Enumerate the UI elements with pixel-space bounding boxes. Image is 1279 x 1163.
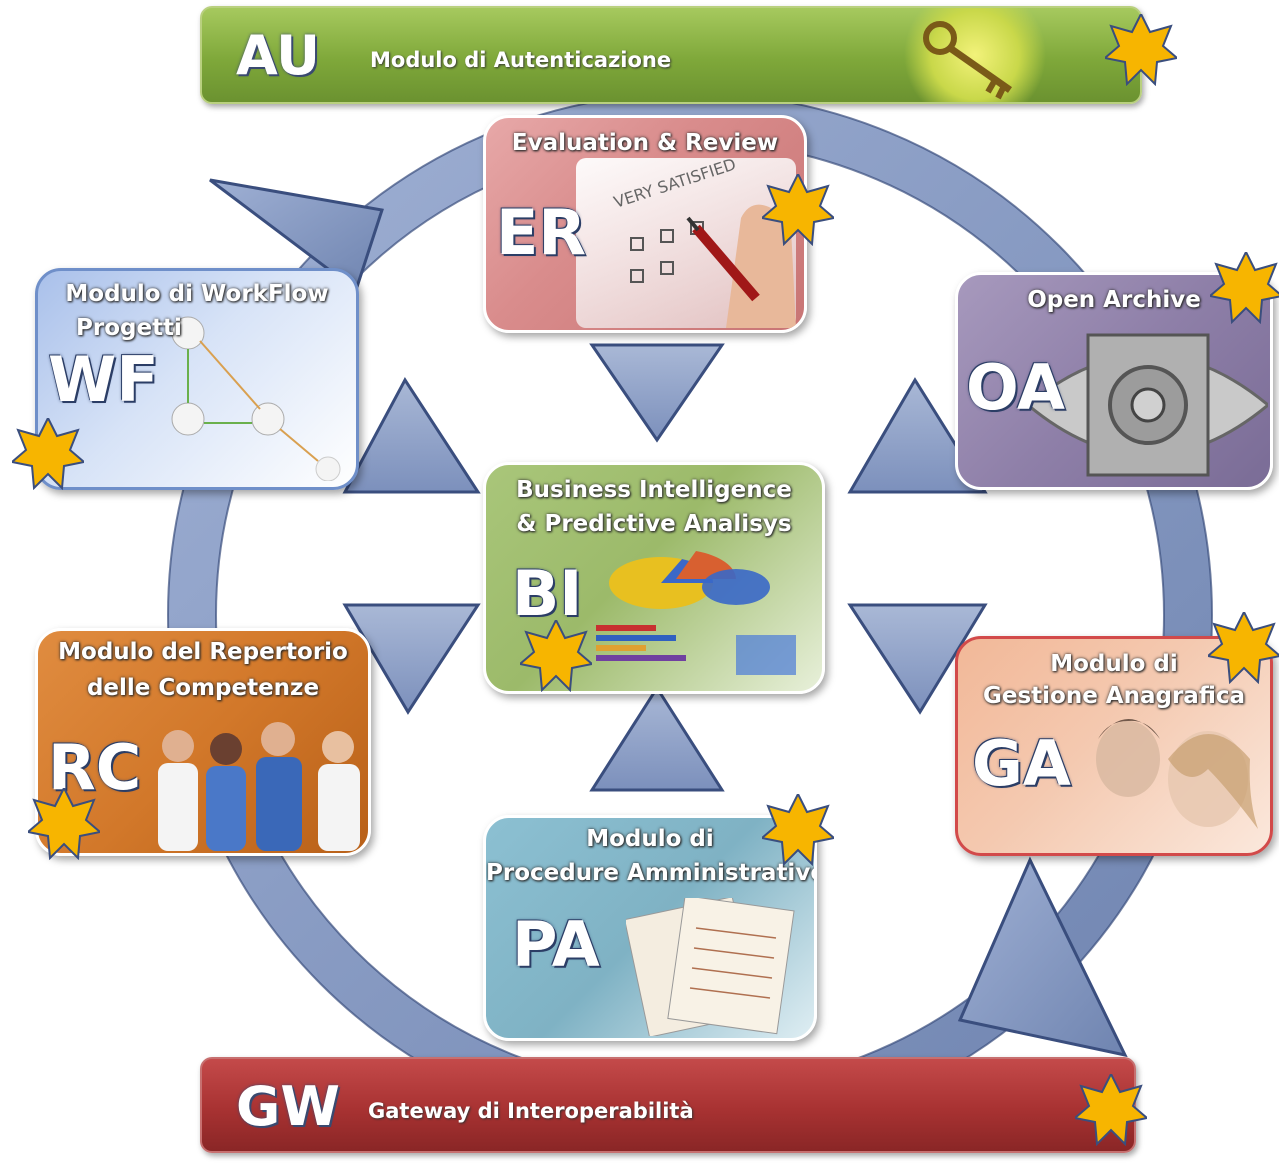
persons-image [1068,699,1268,851]
au-label: Modulo di Autenticazione [370,48,672,72]
star-icon-oa [1210,252,1279,323]
ga-module[interactable]: Modulo di Gestione Anagrafica GA [955,636,1273,856]
gw-code: GW [236,1075,340,1138]
star-icon-gw [1075,1074,1147,1145]
er-title: Evaluation & Review [511,130,779,156]
triangle-from-wf [342,377,481,494]
ga-title-line2: Gestione Anagrafica [982,683,1246,709]
oa-module[interactable]: Open Archive OA [955,272,1273,490]
rc-title-line1: Modulo del Repertorio [58,639,348,665]
bi-title-line1: Business Intelligence [516,477,792,503]
workflow-image [168,311,348,482]
triangle-from-pa [589,685,725,792]
wf-title-line2: Progetti [76,315,182,341]
oa-title: Open Archive [1027,287,1201,313]
oa-code: OA [966,351,1066,424]
er-module[interactable]: VERY SATISFIED Evaluation & Review ER [483,115,807,333]
gw-label: Gateway di Interoperabilità [368,1099,694,1123]
rc-module[interactable]: Modulo del Repertorio delle Competenze R… [35,628,371,856]
pa-code: PA [512,908,600,981]
star-icon-er [762,174,834,245]
au-code: AU [236,24,320,87]
au-bar[interactable]: AU Modulo di Autenticazione [200,6,1142,104]
ga-code: GA [972,727,1071,800]
star-icon-bi [520,620,592,691]
wf-code: WF [48,343,159,416]
star-icon-ga [1208,612,1279,683]
cycle-arrowhead-lower-right [957,856,1128,1058]
people-image [148,711,368,851]
bi-code: BI [512,557,583,630]
star-icon-wf [12,418,84,489]
survey-image: VERY SATISFIED [576,154,796,328]
rc-title-line2: delle Competenze [86,675,320,701]
archive-image [1025,325,1270,485]
pa-title-line1: Modulo di [586,826,714,852]
triangle-from-oa [847,377,988,494]
triangle-from-rc [342,603,481,715]
er-code: ER [496,196,587,269]
wf-title-line1: Modulo di WorkFlow [65,281,329,307]
wf-module[interactable]: Modulo di WorkFlow Progetti WF [35,268,359,490]
pa-module[interactable]: Modulo di Procedure Amministrative PA [483,815,817,1041]
triangle-from-er [589,343,725,443]
ga-title-line1: Modulo di [1050,651,1178,677]
documents-image [624,895,806,1038]
pa-title-line2: Procedure Amministrative [486,860,817,886]
cycle-arrowhead-upper-left [209,178,384,293]
bi-title-line2: & Predictive Analisys [516,511,792,537]
svg-text:VERY SATISFIED: VERY SATISFIED [611,158,738,212]
bi-module[interactable]: Business Intelligence & Predictive Anali… [483,462,825,694]
key-image [900,8,1050,102]
chart-image [586,535,816,685]
gw-bar[interactable]: GW Gateway di Interoperabilità [200,1057,1136,1153]
star-icon-rc [28,788,100,859]
star-icon-pa [762,794,834,865]
star-icon-au [1105,14,1177,85]
triangle-from-ga [847,603,988,715]
